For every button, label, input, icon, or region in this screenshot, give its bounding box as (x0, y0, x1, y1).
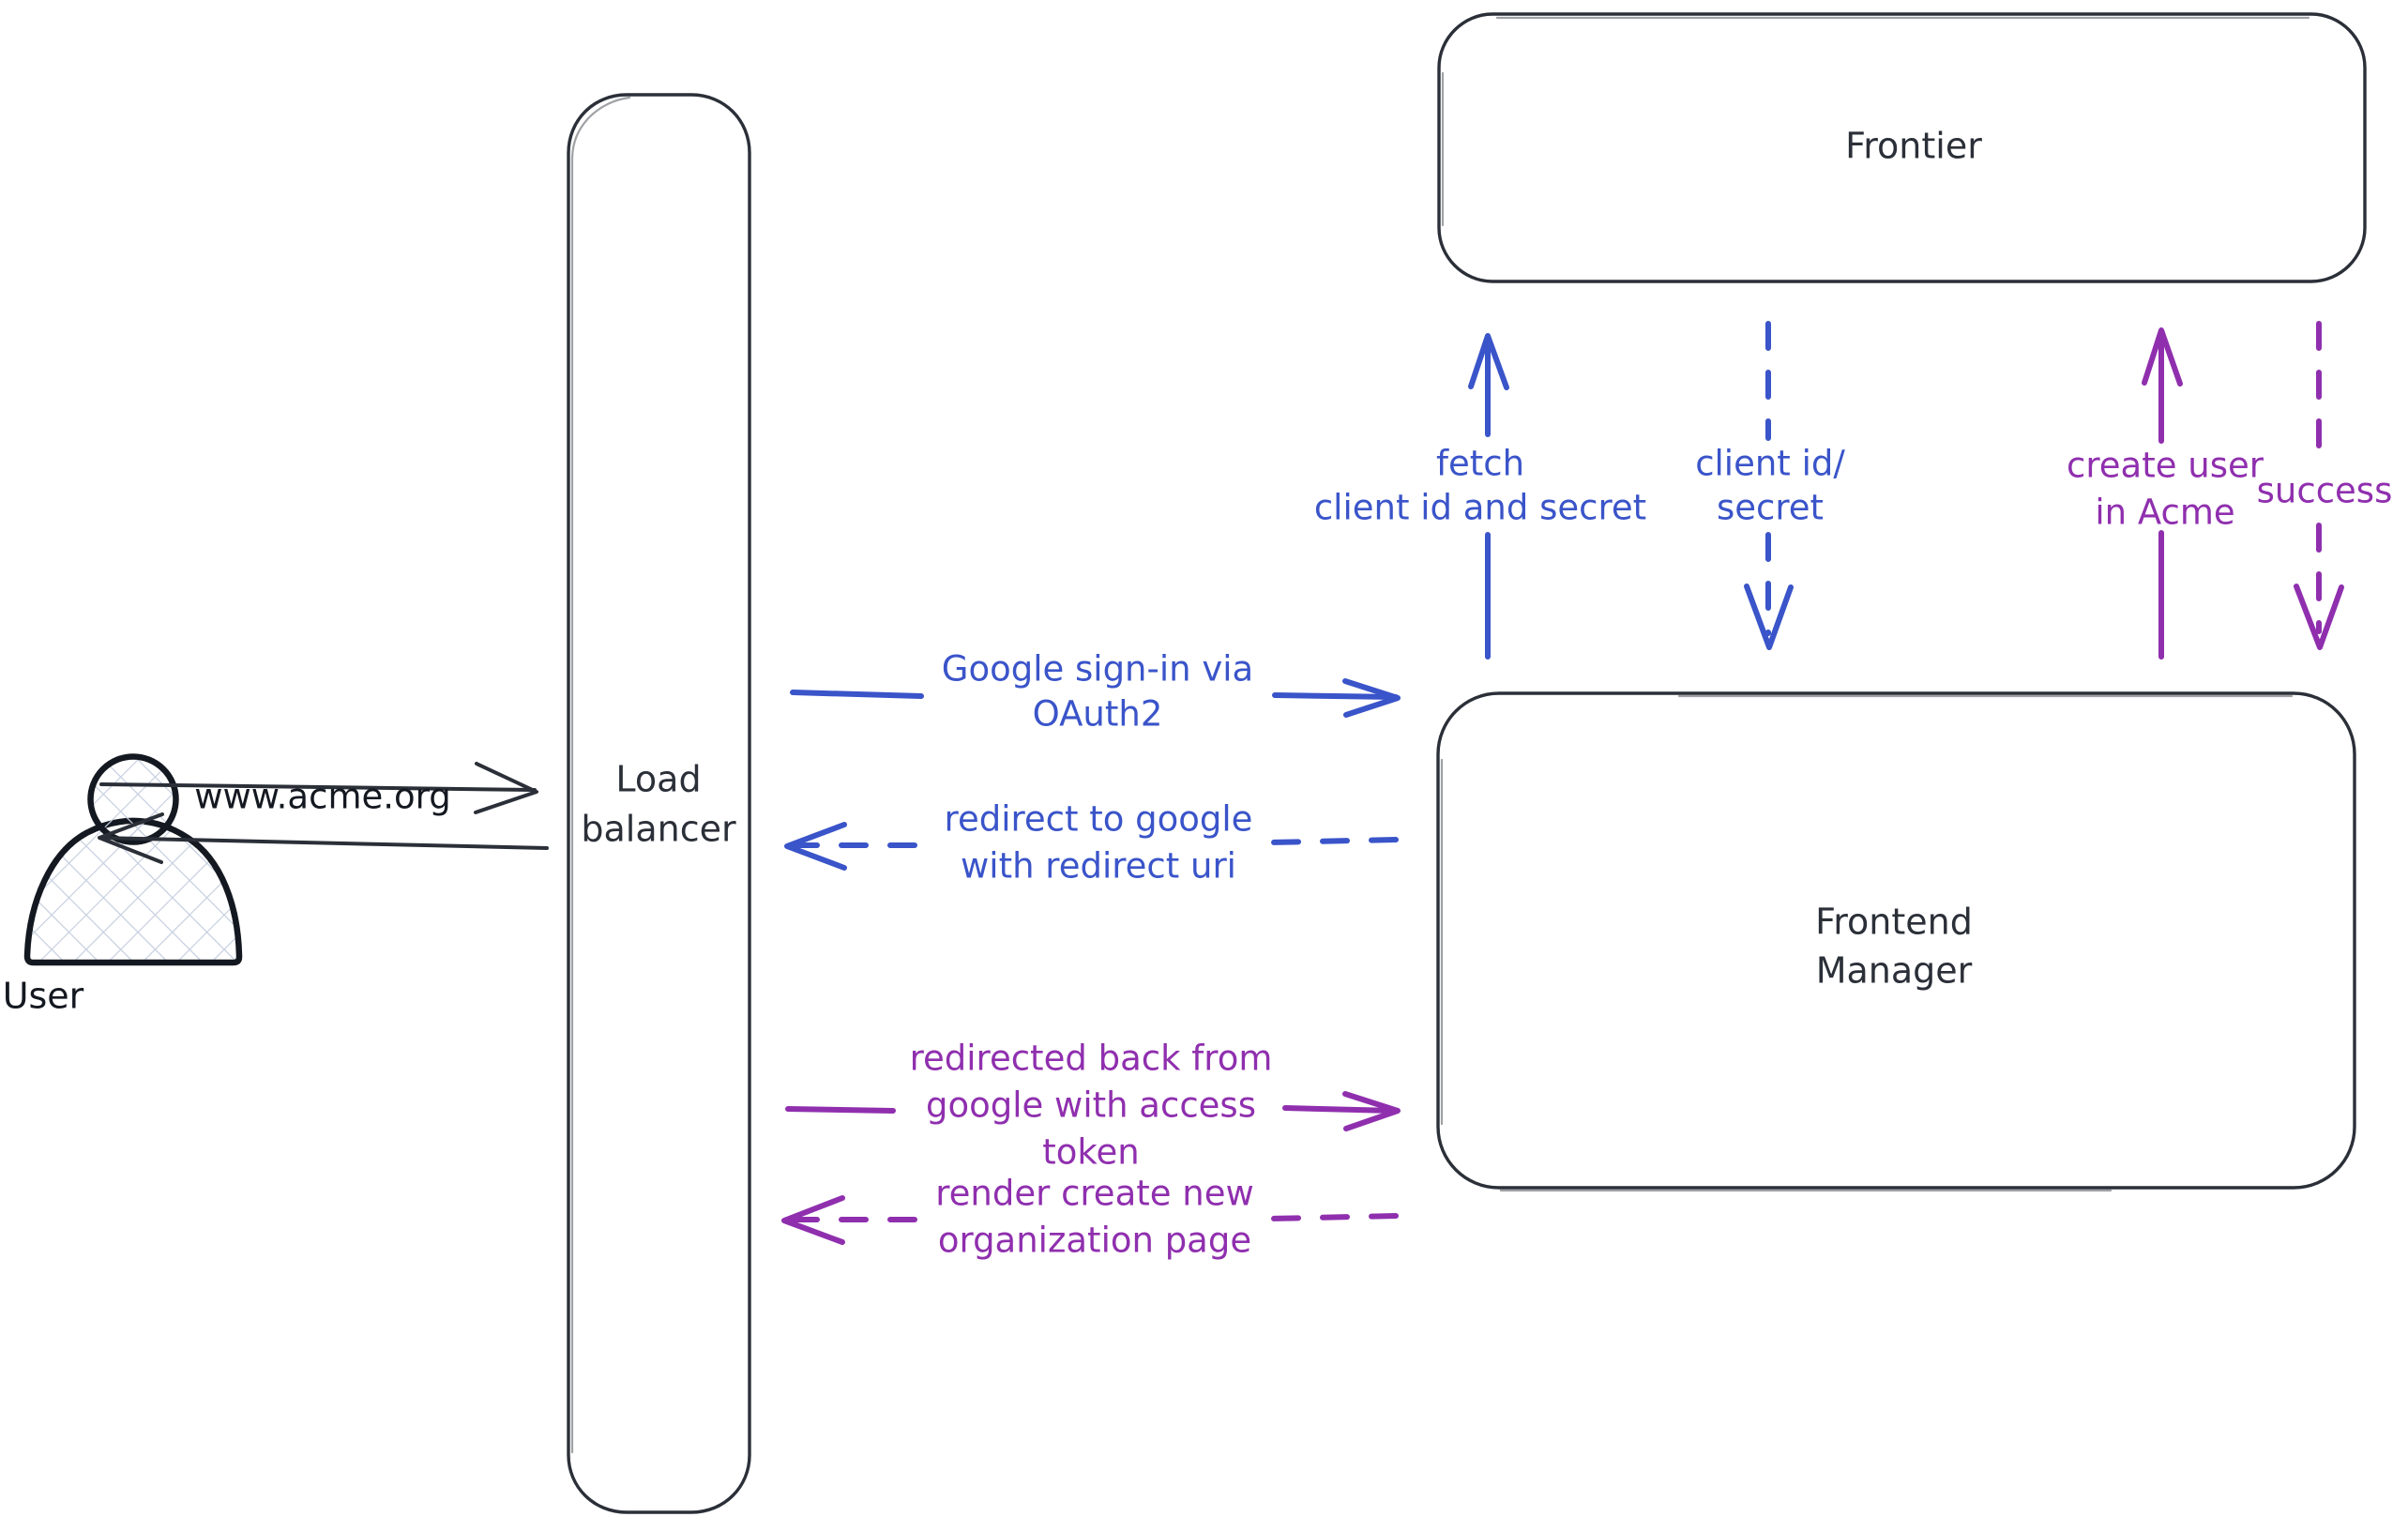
frontier-box-sketch-overlay (1441, 16, 2310, 227)
edge-create-user-acme-arrowhead-icon (2142, 327, 2183, 387)
edge-success-arrowhead-icon (2294, 584, 2344, 650)
frontier-label: Frontier (1845, 126, 1982, 167)
edge-lb-to-user-line (99, 836, 549, 850)
edge-redirected-back-label-line1: redirected back from (910, 1039, 1273, 1079)
frontend-manager-box-sketch-overlay (1440, 694, 2294, 1192)
edge-fetch-client-id[interactable]: fetch client id and secret (1314, 333, 1646, 660)
edge-render-create-org-arrowhead-icon (781, 1195, 845, 1245)
edge-google-signin[interactable]: Google sign-in via OAuth2 (790, 649, 1401, 735)
edge-create-user-acme-label-line2: in Acme (2095, 493, 2234, 533)
edge-fetch-client-id-arrowhead-icon (1468, 333, 1509, 390)
edge-user-to-lb-label: www.acme.org (194, 777, 450, 817)
edge-client-id-secret-label-line2: secret (1717, 488, 1824, 528)
node-frontier[interactable]: Frontier (1437, 12, 2367, 283)
edge-success[interactable]: success (2257, 321, 2393, 650)
edge-redirect-to-google-line-right (1268, 837, 1399, 845)
load-balancer-box-sketch-overlay (570, 96, 631, 1454)
edge-render-create-org-line-right (1268, 1213, 1399, 1221)
node-load-balancer[interactable]: Load balancer (567, 93, 751, 1514)
edge-render-create-org-label-line2: organization page (938, 1221, 1251, 1261)
edge-redirected-back[interactable]: redirected back from google with access … (785, 1039, 1401, 1173)
edge-create-user-acme-label-line1: create user (2067, 446, 2264, 486)
edge-user-to-lb[interactable]: www.acme.org (99, 762, 538, 817)
edge-client-id-secret-label-line1: client id/ (1695, 444, 1845, 484)
edge-client-id-secret-arrowhead-icon (1744, 584, 1794, 650)
edge-google-signin-label-line2: OAuth2 (1033, 694, 1163, 735)
edge-lb-to-user-arrowhead-icon (98, 812, 164, 864)
edge-render-create-org[interactable]: render create new organization page (781, 1174, 1399, 1261)
user-body-icon (23, 817, 243, 966)
user-head-icon (87, 753, 179, 845)
edge-redirected-back-label-line2: google with access (926, 1085, 1256, 1126)
edge-redirect-to-google-label-line2: with redirect uri (961, 846, 1236, 887)
load-balancer-box-outline (567, 93, 751, 1514)
load-balancer-label-line2: balancer (581, 809, 736, 850)
edge-redirect-to-google-label-line1: redirect to google (945, 799, 1253, 840)
frontend-manager-label-line2: Manager (1816, 950, 1973, 992)
edge-google-signin-arrowhead-icon (1342, 678, 1401, 718)
edge-client-id-secret[interactable]: client id/ secret (1695, 321, 1845, 650)
edge-user-to-lb-line (99, 782, 537, 792)
edge-redirected-back-label-line3: token (1042, 1132, 1139, 1173)
edge-user-to-lb-arrowhead-icon (474, 762, 538, 814)
edge-redirected-back-line-right (1282, 1105, 1397, 1114)
actor-user[interactable]: User (3, 753, 243, 1017)
edge-google-signin-line-left (790, 690, 924, 699)
edge-fetch-client-id-label-line1: fetch (1436, 444, 1524, 484)
edge-lb-to-user[interactable] (98, 812, 549, 864)
frontend-manager-label-line1: Frontend (1815, 902, 1973, 943)
edge-redirected-back-line-left (785, 1106, 896, 1114)
edge-fetch-client-id-label-line2: client id and secret (1314, 488, 1646, 528)
edge-render-create-org-label-line1: render create new (935, 1174, 1254, 1214)
frontier-box-outline (1437, 12, 2367, 283)
load-balancer-label-line1: Load (615, 759, 701, 800)
frontend-manager-box-outline (1436, 691, 2356, 1190)
edge-google-signin-label-line1: Google sign-in via (942, 649, 1253, 690)
edge-success-label: success (2257, 471, 2393, 511)
edge-google-signin-line-right (1272, 692, 1399, 700)
edge-redirected-back-arrowhead-icon (1342, 1091, 1401, 1131)
edge-redirect-to-google-arrowhead-icon (784, 822, 847, 871)
edge-redirect-to-google[interactable]: redirect to google with redirect uri (784, 799, 1399, 887)
edge-create-user-acme[interactable]: create user in Acme (2067, 327, 2264, 660)
actor-user-label: User (3, 976, 84, 1017)
node-frontend-manager[interactable]: Frontend Manager (1436, 691, 2356, 1192)
